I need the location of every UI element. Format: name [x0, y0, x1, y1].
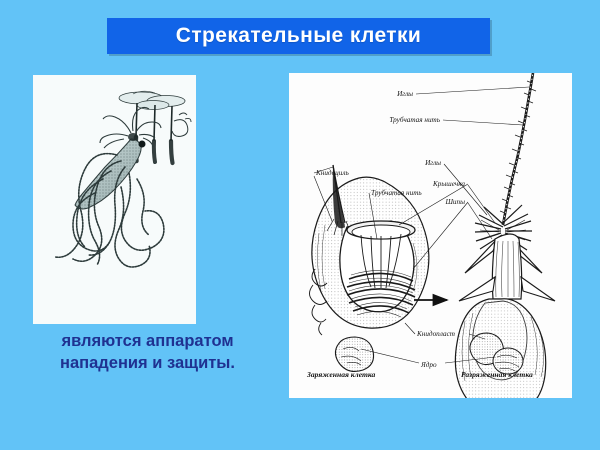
label-needles-mid: Иглы	[424, 159, 441, 167]
hydra-illustration-panel	[33, 75, 196, 324]
diagram-labels: Иглы Трубчатая нить Иглы Книдоциль Трубч…	[313, 86, 530, 369]
hanging-stalks	[133, 102, 192, 166]
label-operculum: Крышечка	[432, 180, 465, 188]
label-tubular-thread-top: Трубчатая нить	[389, 116, 440, 124]
upper-tentacles	[99, 106, 162, 149]
slide-caption: являются аппаратом нападения и защиты.	[20, 331, 275, 375]
nematocyst-diagram-panel: Заряженная клетка	[289, 73, 572, 398]
discharged-cell-caption: Разряженная клетка	[461, 370, 533, 379]
cnidocil-spike	[326, 164, 352, 236]
caption-line-2: нападения и защиты.	[60, 353, 235, 372]
coiled-thread-detail	[348, 270, 414, 318]
everted-thread	[499, 73, 537, 226]
label-needles-top: Иглы	[396, 90, 413, 98]
charged-cell-caption: Заряженная клетка	[306, 370, 376, 379]
label-cnidoplast: Книдопласт	[416, 330, 455, 338]
label-nucleus: Ядро	[420, 361, 437, 369]
label-tubular-thread-left: Трубчатая нить	[371, 189, 422, 197]
discharged-nucleus	[492, 347, 524, 375]
charged-cell-figure: Заряженная клетка	[306, 164, 430, 379]
operculum-lid	[346, 220, 416, 240]
hydra-illustration	[54, 90, 192, 268]
long-tentacles	[54, 152, 165, 268]
coiled-thread	[346, 272, 416, 314]
discharged-cell-figure: Разряженная клетка	[454, 73, 556, 398]
label-spines: Шипы	[444, 198, 465, 206]
page-title: Стрекательные клетки	[175, 24, 422, 47]
nematocyst-diagram: Заряженная клетка	[306, 73, 556, 398]
nucleus-left	[309, 268, 328, 336]
lower-barbs	[458, 275, 556, 302]
cnidoplast-blob	[334, 336, 375, 372]
caption-line-1: являются аппаратом	[61, 332, 234, 350]
slide-title-banner: Стрекательные клетки	[107, 18, 490, 54]
water-surface-discs	[118, 90, 186, 110]
label-cnidocil: Книдоциль	[315, 169, 349, 177]
